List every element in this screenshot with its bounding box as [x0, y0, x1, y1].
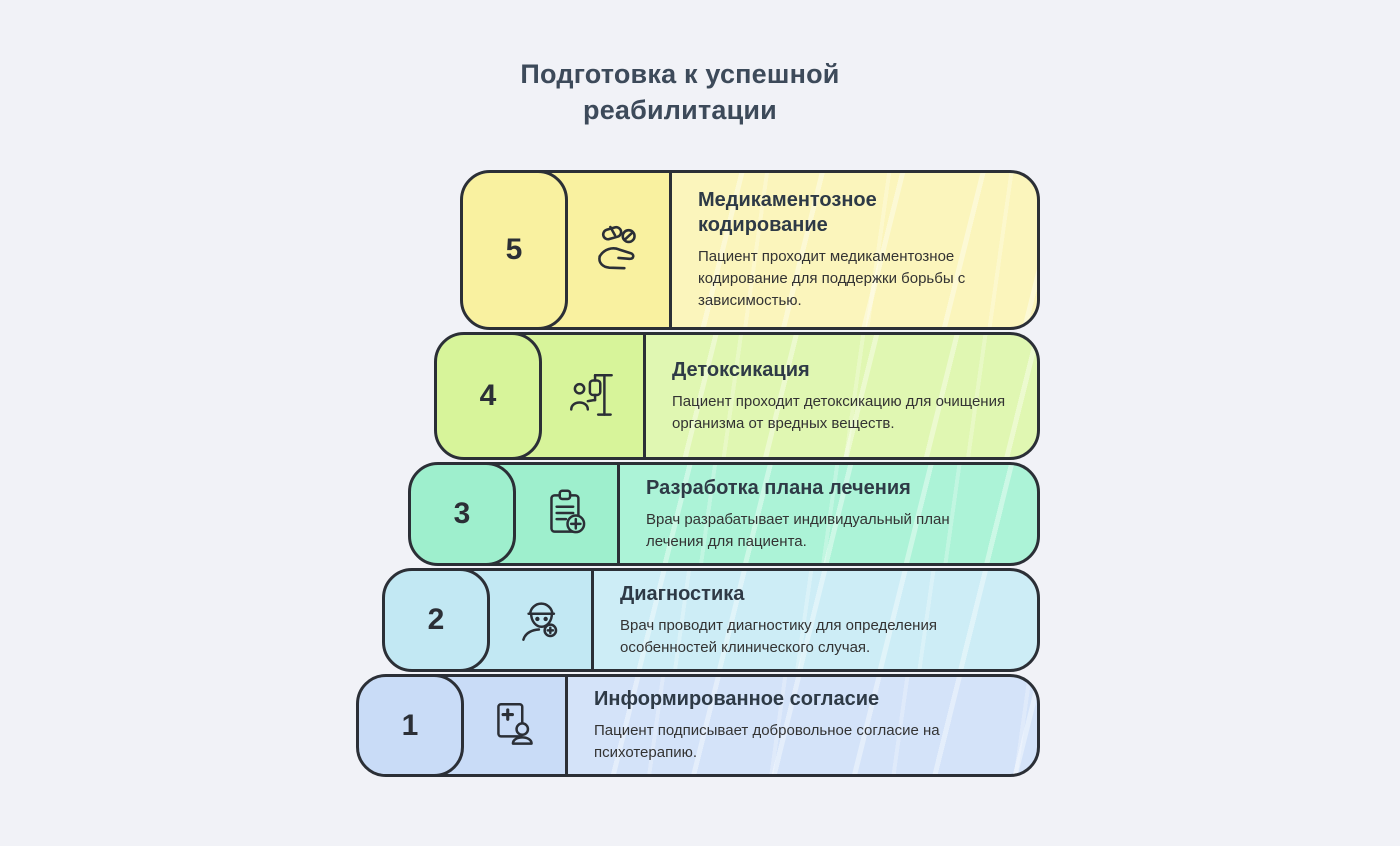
step-number: 2: [385, 571, 490, 669]
step-number: 3: [411, 465, 516, 563]
step-row-4: 4 Детокс: [434, 332, 1040, 460]
step-row-1: 1 Информированное согласие Пациент подпи…: [356, 674, 1040, 777]
page-title-line1: Подготовка к успешной: [520, 59, 840, 89]
step-number: 1: [359, 677, 464, 774]
step-content: Разработка плана лечения Врач разрабатыв…: [620, 465, 1037, 563]
step-row-3: 3 Разработка плана ле: [408, 462, 1040, 566]
step-title: Диагностика: [620, 582, 745, 605]
step-row-5: 5 Медикаментозное кодирование Пациент пр…: [460, 170, 1040, 330]
step-content: Детоксикация Пациент проходит детоксикац…: [646, 335, 1037, 457]
step-title: Детоксикация: [672, 358, 810, 381]
step-title: Разработка плана лечения: [646, 476, 911, 499]
step-content: Диагностика Врач проводит диагностику дл…: [594, 571, 1037, 669]
page-title: Подготовка к успешной реабилитации: [420, 56, 940, 129]
step-number: 4: [437, 335, 542, 457]
treatment-plan-icon: [538, 485, 596, 543]
step-number: 5: [463, 173, 568, 327]
informed-consent-icon: [486, 697, 544, 755]
step-content: Информированное согласие Пациент подписы…: [568, 677, 1037, 774]
step-description: Пациент проходит медикаментозное кодиров…: [698, 248, 966, 309]
diagnostics-icon: [512, 591, 570, 649]
step-content: Медикаментозное кодирование Пациент прох…: [672, 173, 1037, 327]
step-title: Информированное согласие: [594, 688, 880, 711]
step-description: Пациент подписывает добровольное согласи…: [594, 722, 940, 761]
step-row-2: 2 Диагно: [382, 568, 1040, 672]
medication-coding-icon: [589, 220, 649, 280]
step-description: Пациент проходит детоксикацию для очищен…: [672, 392, 1006, 432]
page-title-line2: реабилитации: [583, 95, 777, 126]
step-description: Врач проводит диагностику для определени…: [620, 616, 937, 656]
detox-icon: [564, 367, 622, 425]
step-description: Врач разрабатывает индивидуальный план л…: [646, 510, 950, 550]
step-title: Медикаментозное кодирование: [698, 189, 877, 237]
